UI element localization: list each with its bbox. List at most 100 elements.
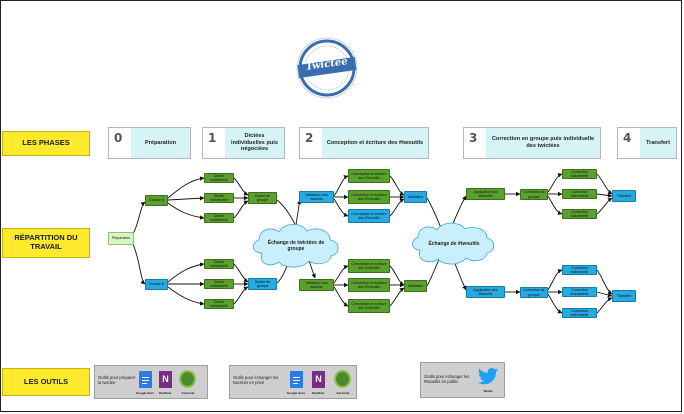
phase-number: 0 <box>114 131 123 145</box>
edge-prep-groupe-a <box>131 201 146 237</box>
edge-bd3-dg <box>233 286 249 305</box>
edge-b-d1 <box>167 262 205 283</box>
phase-1: 1 Dictées individuelles puis négociées <box>202 127 285 159</box>
node-correction-groupe: Correction de groupe <box>520 287 548 298</box>
row-label-repartition: RÉPARTITION DU TRAVAIL <box>2 228 90 258</box>
edge-i1-t <box>596 173 613 195</box>
node-correction-groupe: Correction de groupe <box>520 189 548 200</box>
app-name: Evernote <box>336 391 350 395</box>
google-docs-icon <box>139 371 152 388</box>
edge-ib2-t <box>596 291 613 298</box>
edge-a-d1 <box>167 176 205 199</box>
edge-d1-dg <box>233 177 249 196</box>
edge-cb1-v <box>389 265 405 286</box>
node-transfert: Transfert <box>612 190 636 202</box>
edge-i2-t <box>596 193 613 198</box>
tools-label: Outils pour préparer la twictée <box>98 375 136 386</box>
phase-2: 2 Conception et écriture des #twoutils <box>299 127 429 159</box>
node-dictee-de-groupe: Dictée de groupe <box>248 278 277 290</box>
edge-i3-t <box>596 197 613 215</box>
node-correction-individuelle: Correction individuelle <box>562 169 597 179</box>
phase-number: 2 <box>305 131 314 145</box>
node-dictee-individuelle: Dictée individuelle <box>204 299 234 309</box>
phase-title: Dictées individuelles puis négociées <box>225 128 284 158</box>
cloud-echange-twictees <box>252 223 339 268</box>
edge-c3-v <box>389 198 405 217</box>
phase-3: 3 Correction en groupe puis individuelle… <box>463 127 601 159</box>
phase-0: 0 Préparation <box>108 127 191 159</box>
phase-title: Transfert <box>640 128 676 158</box>
row-label-outils: LES OUTILS <box>2 368 90 396</box>
node-transfert: Transfert <box>612 290 636 302</box>
edge-valb-c1 <box>333 265 349 284</box>
node-correction-individuelle: Correction individuelle <box>562 189 597 199</box>
phase-number: 3 <box>469 131 478 145</box>
twitter-bird-svg <box>477 367 499 385</box>
node-correction-individuelle: Correction individuelle <box>562 308 597 318</box>
cloud-echange-twoutils <box>412 222 495 265</box>
phase-number: 1 <box>208 131 217 145</box>
app-name: OneNote <box>158 391 172 395</box>
edge-cb3-v <box>389 287 405 307</box>
tools-box-prepare: Outils pour préparer la twictée Google d… <box>94 365 208 399</box>
edge-b-d3 <box>167 286 205 306</box>
node-correction-individuelle: Correction individuelle <box>562 209 597 219</box>
node-validation-twoutils: Validation des twoutils <box>299 191 334 203</box>
node-validation: Validation <box>404 191 427 203</box>
node-conception-twoutils: Conception et écriture des #Twoutils <box>348 190 390 204</box>
node-correction-individuelle: Correction individuelle <box>562 265 597 275</box>
node-dictee-de-groupe: Dictée de groupe <box>248 192 277 204</box>
logo-badge-icon <box>296 37 358 99</box>
edge-prep-groupe-b <box>131 241 146 285</box>
edge-a-d3 <box>167 202 205 220</box>
tools-box-echanger-public: Outils pour échanger les #twoutils en pu… <box>420 362 505 398</box>
row-label-phases: LES PHASES <box>2 131 90 156</box>
edge-d3-dg <box>233 200 249 219</box>
node-conception-twoutils: Conception et écriture des #Twoutils <box>348 259 390 273</box>
node-conception-twoutils: Conception et écriture des #Twoutils <box>348 299 390 313</box>
edge-ib1-t <box>596 269 613 295</box>
node-correction-individuelle: Correction individuelle <box>562 287 597 297</box>
node-dictee-individuelle: Dictée individuelle <box>204 173 234 183</box>
edge-bd1-dg <box>233 263 249 283</box>
edge-corr-i1 <box>547 173 563 193</box>
cloud-label-twoutils: Échange de #twoutils <box>428 241 480 247</box>
node-groupe-b: Groupe B <box>145 279 168 290</box>
edge-corrb-i3 <box>547 293 563 314</box>
evernote-icon <box>179 370 196 388</box>
edge-a-d2 <box>167 195 205 201</box>
edge-val-c3 <box>333 198 349 217</box>
google-docs-icon <box>290 371 303 388</box>
edge-valb-c3 <box>333 286 349 307</box>
node-dictee-individuelle: Dictée individuelle <box>204 193 234 203</box>
node-groupe-a: Groupe A <box>145 195 168 206</box>
onenote-icon: N <box>312 371 325 388</box>
node-validation: Validation <box>404 280 427 292</box>
twitter-bird-icon <box>477 367 499 387</box>
tools-label: Outils pour échanger les #twoutils en pu… <box>424 374 470 385</box>
node-dictee-individuelle: Dictée individuelle <box>204 279 234 289</box>
phase-title: Correction en groupe puis individuelle d… <box>486 128 600 158</box>
node-preparation: Préparation <box>108 232 134 245</box>
onenote-icon: N <box>159 371 172 388</box>
node-validation-twoutils: Validation des twoutils <box>299 279 334 291</box>
phase-title: Conception et écriture des #twoutils <box>322 128 428 158</box>
phase-title: Préparation <box>131 128 190 158</box>
node-conception-twoutils: Conception et écriture des #Twoutils <box>348 278 390 292</box>
node-conception-twoutils: Conception et écriture des #Twoutils <box>348 209 390 223</box>
phase-number: 4 <box>623 131 632 145</box>
app-name: Google docs <box>286 391 306 395</box>
app-name: Evernote <box>181 391 195 395</box>
app-name: OneNote <box>311 391 325 395</box>
cloud-label-twictees: Échange de twictées de groupe <box>267 240 325 252</box>
node-dictee-individuelle: Dictée individuelle <box>204 213 234 223</box>
twictee-logo: Twictée <box>296 37 358 99</box>
edge-c1-v <box>389 175 405 196</box>
node-application-twoutils: Application des #twoutils <box>466 188 505 200</box>
node-application-twoutils: Application des #twoutils <box>466 286 505 298</box>
evernote-icon <box>334 370 351 388</box>
edge-val-c1 <box>333 175 349 197</box>
node-conception-twoutils: Conception et écriture des #Twoutils <box>348 169 390 183</box>
